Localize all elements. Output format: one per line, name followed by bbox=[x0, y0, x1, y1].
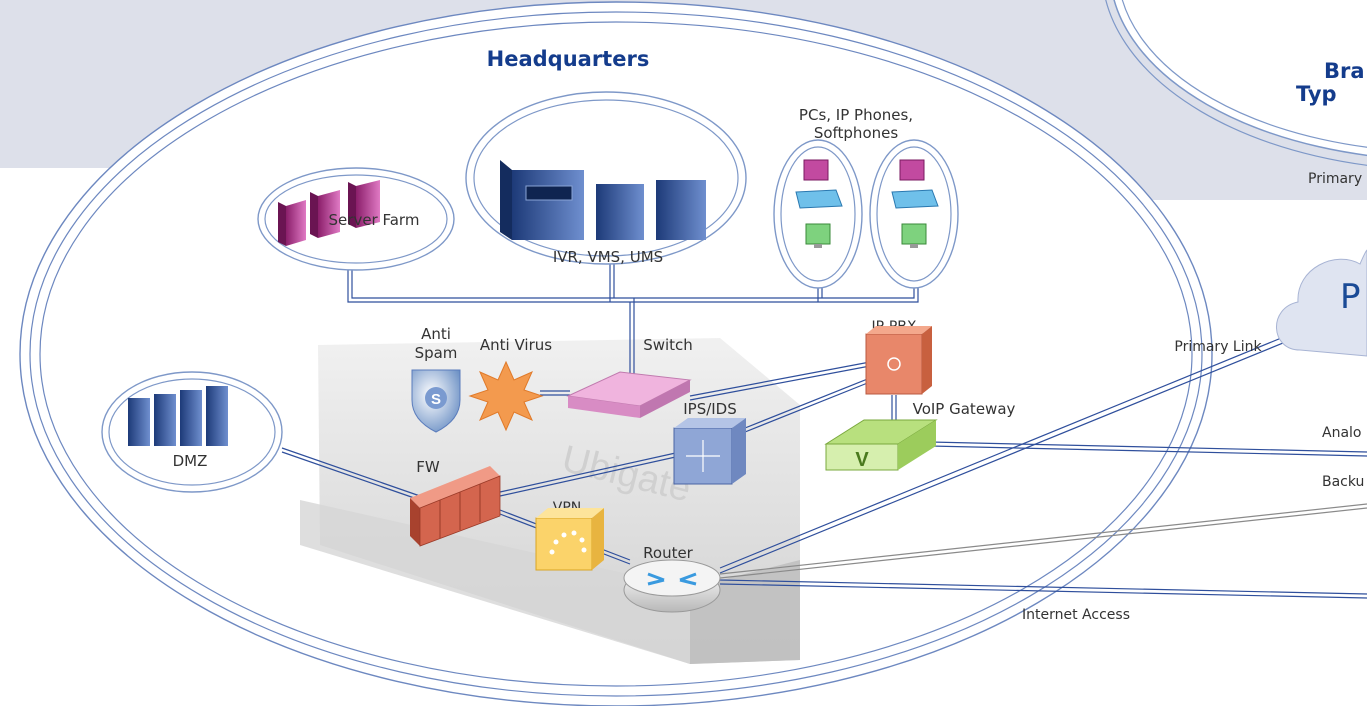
ips-icon bbox=[673, 418, 746, 485]
headquarters-title: Headquarters bbox=[487, 47, 650, 71]
server-icon bbox=[500, 160, 706, 240]
anti-spam-letter: S bbox=[431, 391, 441, 408]
cloud-icon bbox=[1276, 249, 1367, 357]
internet-access-label: Internet Access bbox=[1022, 607, 1130, 623]
ips-ids-label: IPS/IDS bbox=[683, 400, 737, 418]
anti-virus-label: Anti Virus bbox=[480, 336, 552, 354]
switch-icon bbox=[566, 371, 692, 418]
voip-gateway-letter: V bbox=[855, 449, 869, 471]
ivr-group: IVR, VMS, UMS bbox=[465, 91, 747, 266]
cloud-text: P bbox=[1340, 277, 1361, 317]
primary-link-label: Primary Link bbox=[1174, 339, 1262, 355]
phone-icon bbox=[795, 189, 843, 209]
server-farm-label: Server Farm bbox=[329, 211, 420, 229]
shield-icon: S bbox=[411, 369, 461, 433]
monitor-icon bbox=[901, 223, 927, 248]
switch-label: Switch bbox=[643, 336, 693, 354]
gateway-icon: V bbox=[824, 419, 938, 471]
fw-label: FW bbox=[416, 458, 440, 476]
star-icon bbox=[468, 360, 544, 432]
pc-cluster-2 bbox=[869, 139, 959, 289]
backup-link-label: Backu bbox=[1322, 474, 1364, 490]
dmz-group: DMZ bbox=[101, 371, 283, 493]
branch-title-line1: Bra bbox=[1324, 59, 1365, 83]
monitor-icon bbox=[805, 223, 831, 248]
server-icon bbox=[128, 386, 228, 446]
router-label: Router bbox=[643, 544, 694, 562]
dmz-label: DMZ bbox=[173, 452, 208, 470]
pbx-icon bbox=[865, 326, 932, 395]
router-icon bbox=[623, 559, 721, 613]
server-farm-group: Server Farm bbox=[257, 167, 455, 271]
softphone-icon bbox=[803, 159, 829, 181]
branch-ring bbox=[1105, 0, 1367, 166]
phone-icon bbox=[891, 189, 939, 209]
branch-title-line2: Typ bbox=[1296, 82, 1337, 106]
server-icon bbox=[278, 180, 380, 246]
vpn-icon bbox=[535, 508, 604, 571]
anti-spam-label-line2: Spam bbox=[415, 344, 458, 362]
ivr-label: IVR, VMS, UMS bbox=[553, 248, 663, 266]
pcs-label-line2: Softphones bbox=[814, 124, 899, 142]
analog-link-label: Analo bbox=[1322, 425, 1361, 441]
branch-primary-label: Primary bbox=[1308, 171, 1362, 187]
anti-spam-label-line1: Anti bbox=[421, 325, 451, 343]
pc-cluster-1 bbox=[773, 139, 863, 289]
firewall-icon bbox=[410, 466, 501, 547]
voip-gateway-label: VoIP Gateway bbox=[913, 400, 1016, 418]
pcs-label-line1: PCs, IP Phones, bbox=[799, 106, 913, 124]
softphone-icon bbox=[899, 159, 925, 181]
